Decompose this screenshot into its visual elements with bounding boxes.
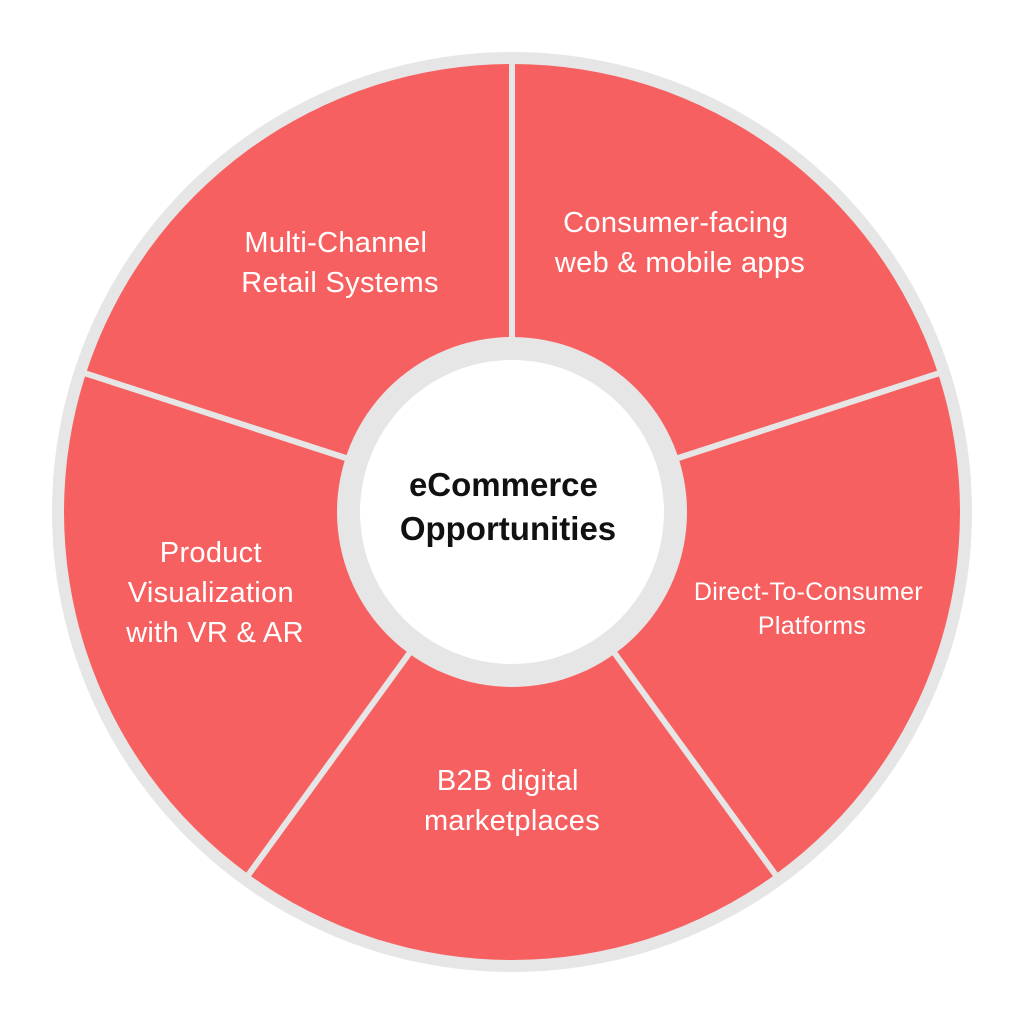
segment-label-line: Visualization [128, 577, 294, 609]
segment-b2b-marketplaces-label: B2B digital marketplaces [424, 765, 600, 837]
segment-consumer-apps-label: Consumer-facing web & mobile apps [554, 207, 805, 279]
segment-label-line: Retail Systems [241, 267, 439, 299]
segment-multichannel-retail-label: Multi-Channel Retail Systems [241, 227, 439, 299]
segment-label-line: Platforms [758, 612, 866, 640]
segment-divider [243, 635, 424, 881]
center-disc [360, 360, 664, 664]
segment-label-line: B2B digital [437, 765, 579, 797]
segment-dtc-platforms-label: Direct-To-Consumer Platforms [694, 578, 930, 640]
center-title: eCommerce Opportunities [400, 466, 616, 547]
segment-b2b-marketplaces [248, 641, 776, 961]
segment-label-line: marketplaces [424, 805, 600, 837]
segment-label-line: Consumer-facing [563, 207, 788, 239]
segment-divider [600, 635, 781, 881]
segment-divider [658, 369, 944, 467]
center-title-line: Opportunities [400, 510, 616, 547]
segment-product-visualization [64, 373, 418, 875]
center-title-line: eCommerce [409, 466, 598, 503]
segment-label-line: Product [160, 537, 262, 569]
divider-group [80, 59, 944, 881]
segment-label-line: Direct-To-Consumer [694, 578, 923, 606]
segment-label-line: web & mobile apps [554, 247, 805, 279]
segment-label-line: Multi-Channel [244, 227, 427, 259]
segment-dtc-platforms [606, 373, 960, 875]
segment-multichannel-retail [85, 64, 512, 463]
segment-product-visualization-label: Product Visualization with VR & AR [125, 537, 304, 649]
segment-divider [80, 369, 366, 467]
segment-labels: Consumer-facing web & mobile apps Direct… [125, 207, 930, 837]
segment-label-line: with VR & AR [125, 617, 304, 649]
segment-group [64, 64, 960, 961]
segment-consumer-apps [512, 64, 939, 463]
